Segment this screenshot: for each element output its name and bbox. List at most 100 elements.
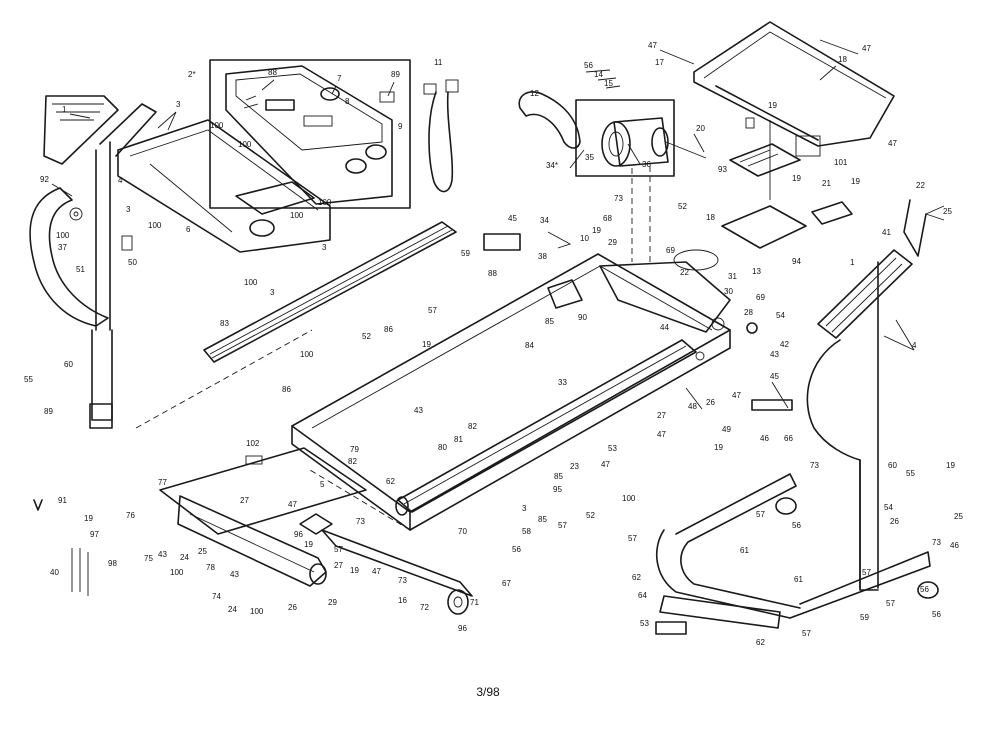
part-callout-167: 56	[932, 610, 941, 619]
part-callout-77: 86	[384, 325, 393, 334]
part-callout-101: 23	[570, 462, 579, 471]
part-callout-154: 73	[810, 461, 819, 470]
part-callout-135: 29	[328, 598, 337, 607]
part-callout-111: 62	[386, 477, 395, 486]
part-callout-129: 78	[206, 563, 215, 572]
part-callout-100: 47	[601, 460, 610, 469]
part-callout-122: 47	[372, 567, 381, 576]
part-callout-121: 27	[334, 561, 343, 570]
part-callout-58: 22	[680, 268, 689, 277]
part-callout-31: 47	[648, 41, 657, 50]
part-callout-4: 3	[126, 205, 131, 214]
part-callout-168: 60	[888, 461, 897, 470]
part-callout-6: 100	[56, 231, 70, 240]
part-callout-82: 33	[558, 378, 567, 387]
part-callout-159: 62	[632, 573, 641, 582]
part-callout-78: 52	[362, 332, 371, 341]
part-callout-96: 102	[246, 439, 260, 448]
part-callout-48: 52	[678, 202, 687, 211]
part-callout-163: 62	[756, 638, 765, 647]
part-callout-49: 18	[706, 213, 715, 222]
part-callout-41: 93	[718, 165, 727, 174]
left-side-rail	[203, 221, 457, 363]
part-callout-25: 11	[434, 58, 443, 67]
part-callout-93: 81	[454, 435, 463, 444]
part-callout-20: 88	[268, 68, 277, 77]
part-callout-125: 43	[158, 550, 167, 559]
part-callout-128: 25	[198, 547, 207, 556]
part-callout-86: 45	[770, 372, 779, 381]
part-callout-105: 52	[586, 511, 595, 520]
part-callout-140: 71	[470, 598, 479, 607]
part-callout-69: 59	[461, 249, 470, 258]
part-callout-148: 55	[24, 375, 33, 384]
part-callout-104: 100	[622, 494, 636, 503]
part-callout-63: 54	[776, 311, 785, 320]
part-callout-155: 57	[756, 510, 765, 519]
part-callout-59: 31	[728, 272, 737, 281]
incline-linkage	[299, 513, 473, 615]
part-callout-79: 100	[300, 350, 314, 359]
part-callout-74: 57	[428, 306, 437, 315]
left-upright-assembly	[29, 95, 157, 429]
part-callout-172: 26	[890, 517, 899, 526]
part-callout-64: 44	[660, 323, 669, 332]
part-callout-114: 77	[158, 478, 167, 487]
small-parts-left	[33, 499, 89, 596]
part-callout-22: 89	[391, 70, 400, 79]
part-callout-138: 16	[398, 596, 407, 605]
part-callout-35: 47	[888, 139, 897, 148]
part-callout-17: 100	[244, 278, 258, 287]
part-callout-16: 3	[322, 243, 327, 252]
part-callout-24: 9	[398, 122, 403, 131]
part-callout-134: 26	[288, 603, 297, 612]
part-callout-158: 61	[740, 546, 749, 555]
part-callout-116: 27	[240, 496, 249, 505]
part-callout-124: 100	[170, 568, 184, 577]
part-callout-175: 46	[950, 541, 959, 550]
part-callout-42: 19	[792, 174, 801, 183]
part-callout-5: 100	[148, 221, 162, 230]
page-footer: 3/98	[476, 685, 500, 699]
part-callout-23: 8	[345, 97, 350, 106]
part-callout-91: 19	[714, 443, 723, 452]
part-callout-38: 35	[585, 153, 594, 162]
part-callout-143: 91	[58, 496, 67, 505]
part-callout-76: 83	[220, 319, 229, 328]
part-callout-99: 53	[608, 444, 617, 453]
part-callout-90: 49	[722, 425, 731, 434]
part-callout-15: 100	[290, 211, 304, 220]
right-upright-assembly	[806, 249, 913, 591]
part-callout-40: 34*	[546, 161, 558, 170]
deck-and-frame	[135, 253, 731, 531]
part-callout-29: 15	[604, 79, 613, 88]
front-crossbar	[159, 447, 367, 535]
wire-harness	[423, 79, 459, 193]
part-callout-173: 25	[954, 512, 963, 521]
part-callout-145: 97	[90, 530, 99, 539]
part-callout-144: 19	[84, 514, 93, 523]
front-roller	[395, 339, 697, 516]
part-callout-70: 38	[538, 252, 547, 261]
part-callout-50: 94	[792, 257, 801, 266]
part-callout-66: 43	[770, 350, 779, 359]
right-wire	[903, 199, 945, 257]
part-callout-7: 37	[58, 243, 67, 252]
part-callout-43: 21	[822, 179, 831, 188]
rear-roller	[599, 261, 758, 361]
part-callout-33: 18	[838, 55, 847, 64]
part-callout-68: 34	[540, 216, 549, 225]
part-callout-92: 43	[414, 406, 423, 415]
part-callout-44: 19	[851, 177, 860, 186]
part-callout-119: 70	[458, 527, 467, 536]
part-callout-51: 13	[752, 267, 761, 276]
part-callout-10: 3	[176, 100, 181, 109]
part-callout-156: 56	[792, 521, 801, 530]
part-callout-118: 73	[356, 517, 365, 526]
part-callout-164: 57	[802, 629, 811, 638]
part-callout-102: 85	[554, 472, 563, 481]
part-callout-11: 100	[210, 121, 224, 130]
part-callout-14: 100	[318, 198, 332, 207]
